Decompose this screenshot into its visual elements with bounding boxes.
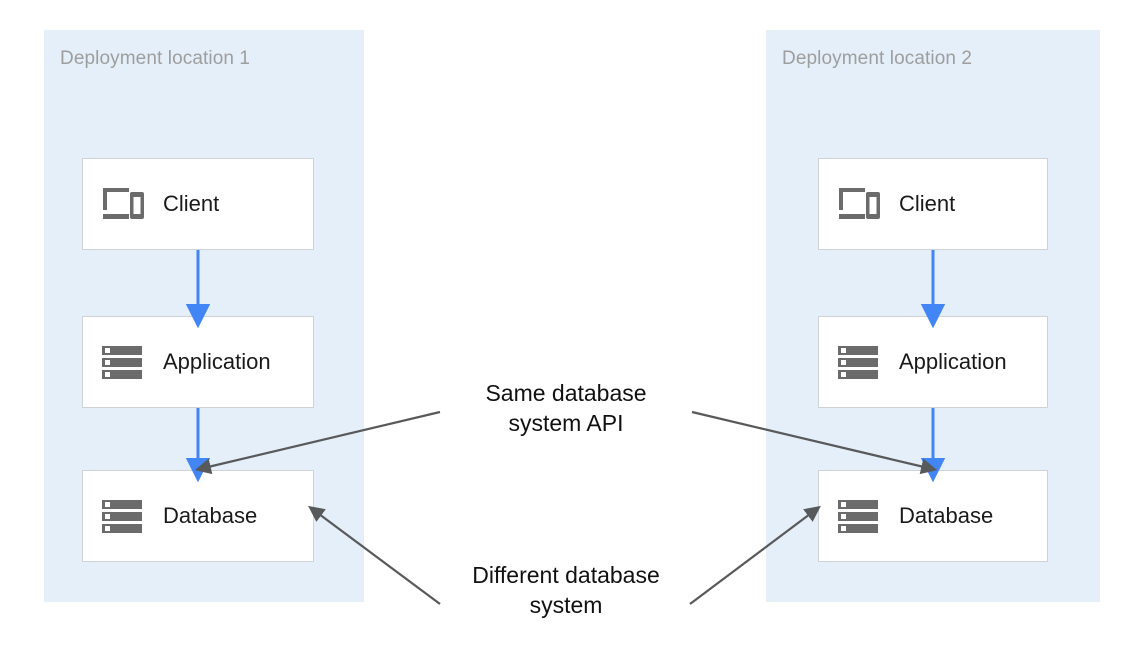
- node-database-2[interactable]: Database: [818, 470, 1048, 562]
- node-client-2[interactable]: Client: [818, 158, 1048, 250]
- server-stack-icon: [837, 496, 881, 536]
- zone-1-title: Deployment location 1: [60, 48, 251, 69]
- node-client-2-label: Client: [899, 191, 956, 216]
- node-client-1-label: Client: [163, 191, 220, 216]
- zone-2-title: Deployment location 2: [782, 48, 973, 69]
- server-stack-icon: [101, 342, 145, 382]
- node-client-1[interactable]: Client: [82, 158, 314, 250]
- node-database-1[interactable]: Database: [82, 470, 314, 562]
- devices-icon: [837, 184, 881, 224]
- node-database-1-label: Database: [163, 503, 258, 528]
- node-application-2[interactable]: Application: [818, 316, 1048, 408]
- node-application-1[interactable]: Application: [82, 316, 314, 408]
- annotation-different-database-system: Different database system: [472, 562, 660, 619]
- node-application-2-label: Application: [899, 349, 1007, 374]
- annotation-same-database-system-api: Same database system API: [485, 380, 647, 437]
- node-database-2-label: Database: [899, 503, 994, 528]
- devices-icon: [101, 184, 145, 224]
- node-application-1-label: Application: [163, 349, 271, 374]
- server-stack-icon: [101, 496, 145, 536]
- server-stack-icon: [837, 342, 881, 382]
